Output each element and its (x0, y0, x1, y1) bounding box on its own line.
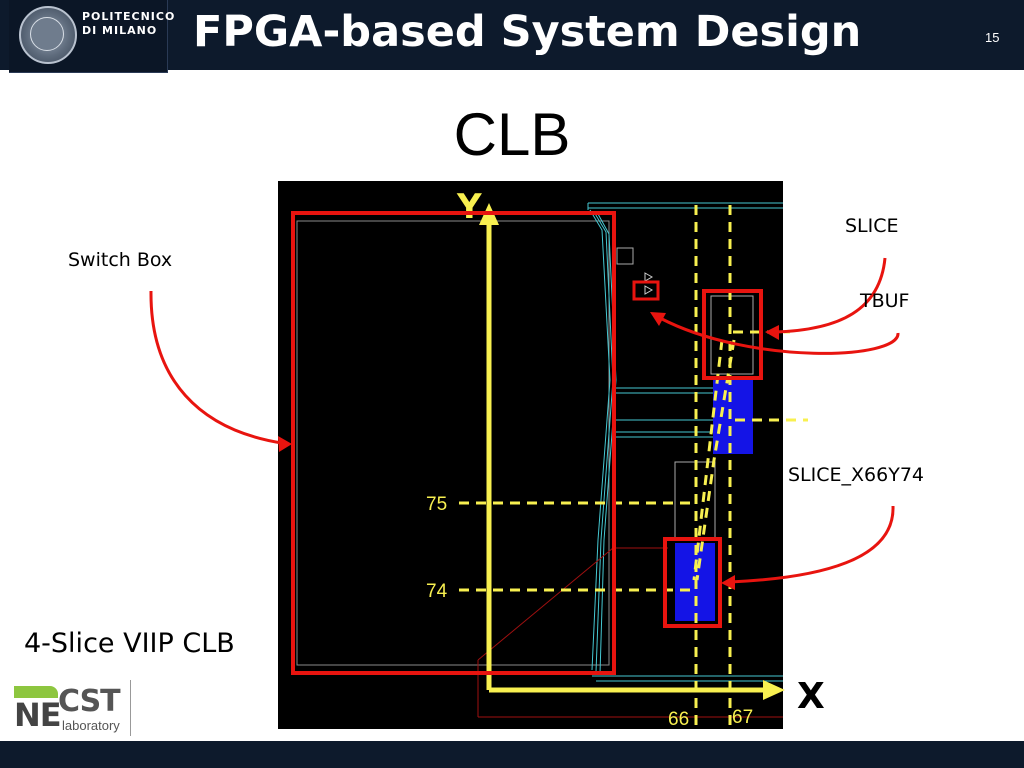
x-axis-label: X (797, 676, 825, 717)
switch-box-arrow (149, 290, 283, 445)
tbuf-triangle-icon (644, 272, 654, 282)
tbuf-box (616, 247, 634, 265)
university-seal-icon (19, 6, 77, 64)
arrowhead-icon (765, 325, 779, 340)
slice-arrow (774, 257, 887, 334)
logo-cst: CST (58, 684, 121, 719)
logo-divider (130, 680, 131, 736)
logo-green-bar (14, 686, 58, 698)
logo-laboratory: laboratory (62, 718, 120, 733)
y-axis-label: Y (456, 187, 482, 227)
clb-caption: 4-Slice VIIP CLB (24, 628, 235, 659)
arrowhead-icon (650, 312, 666, 326)
slice-x66y74-label: SLICE_X66Y74 (788, 464, 924, 486)
university-name: POLITECNICO DI MILANO (82, 10, 175, 38)
switch-box-outline (296, 220, 610, 666)
x-tick-66: 66 (668, 709, 689, 730)
y-tick-75: 75 (426, 494, 447, 515)
footer-bar (0, 741, 1024, 768)
tbuf-triangle-icon (644, 285, 654, 295)
callout-arrows (149, 257, 900, 584)
x-axis-arrow-icon (763, 680, 785, 700)
highlight-boxes (291, 211, 763, 675)
switch-box-highlight (291, 211, 616, 675)
header-bar: POLITECNICO DI MILANO FPGA-based System … (0, 0, 1024, 73)
tbuf-highlight (632, 280, 660, 301)
slice-label: SLICE (845, 215, 899, 237)
slice-x66y74-highlight (663, 537, 722, 628)
tbuf-arrow (659, 316, 900, 355)
connection-lines (477, 547, 783, 718)
university-logo: POLITECNICO DI MILANO (9, 0, 174, 73)
y-tick-74: 74 (426, 581, 448, 602)
tbuf-label: TBUF (860, 290, 910, 312)
slice-upper-outline (710, 295, 754, 375)
university-name-line2: DI MILANO (82, 24, 158, 37)
arrowhead-icon (278, 436, 292, 452)
switch-box-label: Switch Box (68, 249, 173, 271)
slice-blue-upper (713, 376, 753, 454)
header-title: FPGA-based System Design (193, 7, 862, 57)
fpga-editor-view (278, 181, 783, 729)
university-name-line1: POLITECNICO (82, 10, 176, 23)
x-tick-67: 67 (732, 707, 753, 728)
logo-ne: NE (14, 696, 62, 734)
xy-axes (486, 215, 770, 693)
slice-x66y74-arrow (729, 505, 895, 584)
necst-logo: NE CST laboratory (14, 684, 134, 738)
arrowhead-icon (721, 575, 735, 590)
page-number: 15 (985, 30, 1000, 45)
slide-title: CLB (453, 101, 571, 168)
